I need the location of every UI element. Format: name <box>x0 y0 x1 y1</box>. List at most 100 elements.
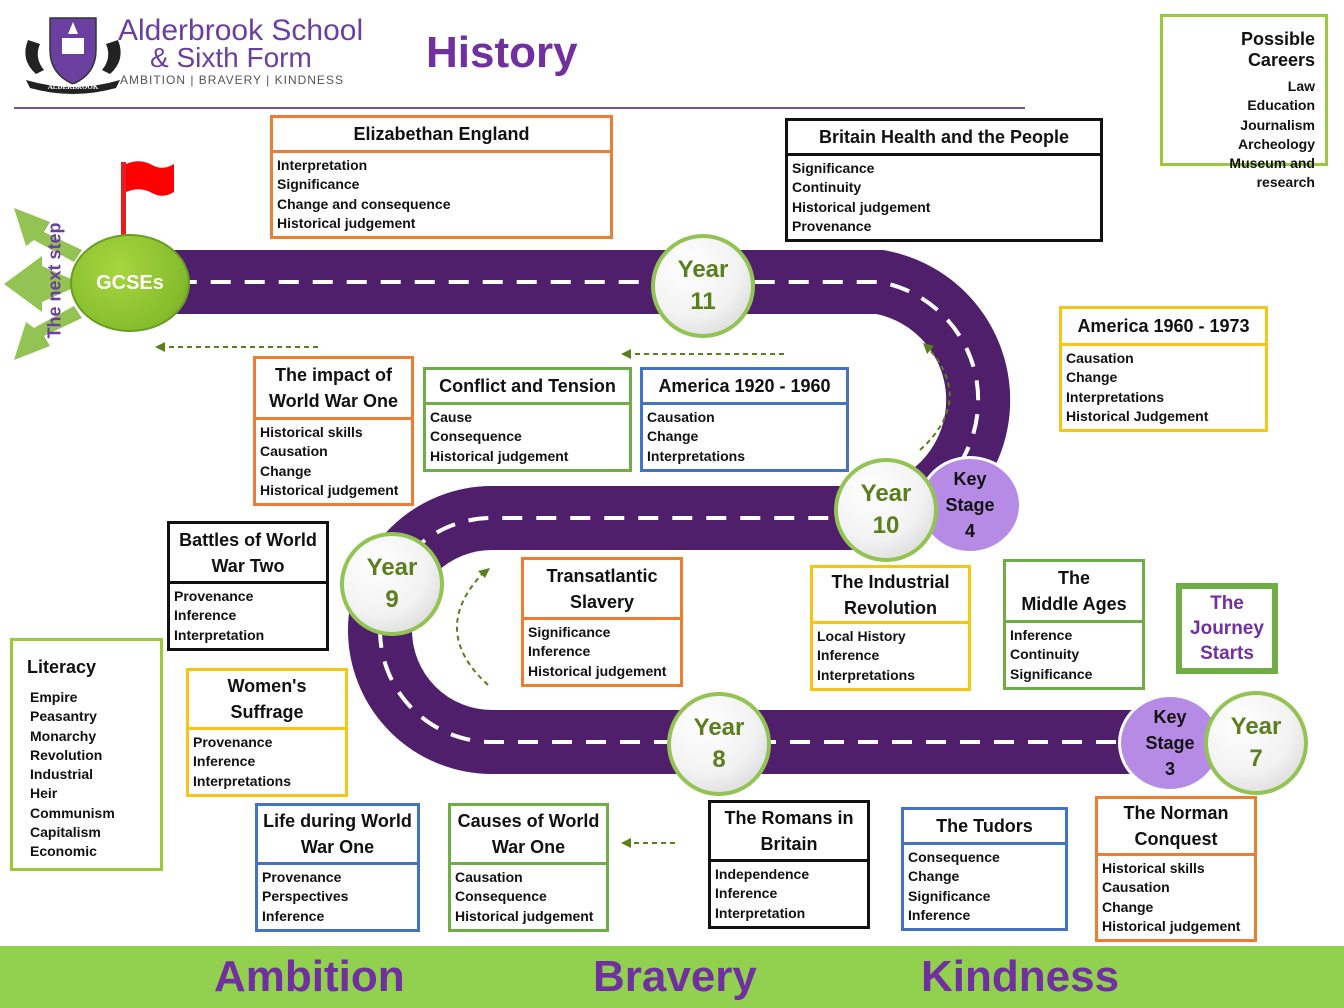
topic-skill: Interpretations <box>647 447 746 464</box>
topic-title: America 1920 - 1960 <box>640 367 849 405</box>
topic-title: America 1960 - 1973 <box>1059 306 1268 346</box>
topic-skill: Interpretations <box>817 666 916 683</box>
road-dashes <box>130 280 1150 744</box>
literacy-item: Capitalism <box>30 824 101 841</box>
topic-skill: Cause <box>430 409 473 425</box>
topic-skill: Change <box>908 868 960 885</box>
crest-text: ALDERBROOK <box>48 83 99 91</box>
footer-kindness: Kindness <box>921 952 1120 1001</box>
topic-skill: Interpretation <box>174 626 265 643</box>
school-motto: AMBITION | BRAVERY | KINDNESS <box>120 73 344 87</box>
career-item: Law <box>1287 78 1315 94</box>
topic-skill: Causation <box>260 443 328 460</box>
year-9-circle: Year 9 <box>340 532 444 636</box>
year-8-circle: Year 8 <box>667 692 771 796</box>
topic-skill: Provenance <box>262 869 342 885</box>
topic-skill: Historical skills <box>1102 860 1205 876</box>
topic-title: The Norman Conquest <box>1095 796 1257 856</box>
journey-starts-label: The Journey Starts <box>1176 583 1278 674</box>
topic-title: The Tudors <box>901 807 1068 845</box>
topic-skill: Historical judgement <box>277 214 416 231</box>
topic-skill: Causation <box>455 869 523 885</box>
topic-title: Britain Health and the People <box>785 118 1103 156</box>
literacy-item: Monarchy <box>30 727 97 744</box>
next-step-arrows-icon <box>4 208 82 360</box>
topic-skill: Causation <box>1066 350 1134 366</box>
topic-skill: Provenance <box>193 734 273 750</box>
topic-skill: Historical judgement <box>455 907 594 924</box>
year-7-circle: Year 7 <box>1204 691 1308 795</box>
topic-title: The Middle Ages <box>1003 559 1145 623</box>
topic-skill: Provenance <box>174 588 254 604</box>
topic-skill: Inference <box>715 885 778 902</box>
career-item: Archeology <box>1237 135 1315 152</box>
topic-title: Conflict and Tension <box>423 367 632 405</box>
topic-skill: Historical judgement <box>528 662 667 679</box>
topic-skill: Interpretation <box>715 904 806 921</box>
topic-skill: Interpretations <box>1066 388 1165 405</box>
year-10-circle: Year 10 <box>834 458 938 562</box>
topic-skill: Significance <box>792 160 875 176</box>
topic-title: The Industrial Revolution <box>810 565 971 624</box>
topic-skill: Provenance <box>792 217 872 234</box>
literacy-item: Economic <box>30 843 97 860</box>
topic-skill: Inference <box>817 647 880 664</box>
literacy-item: Heir <box>30 785 58 802</box>
topic-skill: Inference <box>174 607 237 624</box>
topic-skill: Interpretations <box>193 772 292 789</box>
topic-skill: Significance <box>1010 665 1093 682</box>
literacy-item: Peasantry <box>30 708 97 725</box>
topic-title: Elizabethan England <box>270 115 613 153</box>
footer-ambition: Ambition <box>214 952 405 1001</box>
arrow-heads <box>155 342 934 848</box>
topic-skill: Significance <box>277 176 360 193</box>
school-name-line1: Alderbrook School <box>118 14 364 47</box>
career-item: Museum and research <box>1229 155 1315 191</box>
topic-skill: Inference <box>262 907 325 924</box>
topic-skill: Perspectives <box>262 888 349 905</box>
topic-skill: Historical Judgement <box>1066 407 1209 424</box>
topic-title: Transatlantic Slavery <box>521 557 683 620</box>
topic-skill: Historical judgement <box>792 198 931 215</box>
footer-bar: Ambition Bravery Kindness <box>0 946 1344 1008</box>
literacy-item: Industrial <box>30 766 94 783</box>
topic-skill: Historical judgement <box>1102 917 1241 934</box>
red-flag-icon <box>121 161 174 238</box>
school-crest-icon: ALDERBROOK <box>25 17 121 94</box>
topic-skill: Inference <box>908 906 971 923</box>
topic-title: Causes of World War One <box>448 803 609 865</box>
topic-title: The impact of World War One <box>253 356 414 420</box>
topic-skill: Historical skills <box>260 424 363 440</box>
topic-skill: Change <box>647 428 699 445</box>
topic-skill: Change <box>260 462 312 479</box>
topic-skill: Continuity <box>792 179 862 196</box>
next-step-label: The next step <box>44 222 65 339</box>
topic-skill: Consequence <box>430 428 522 445</box>
